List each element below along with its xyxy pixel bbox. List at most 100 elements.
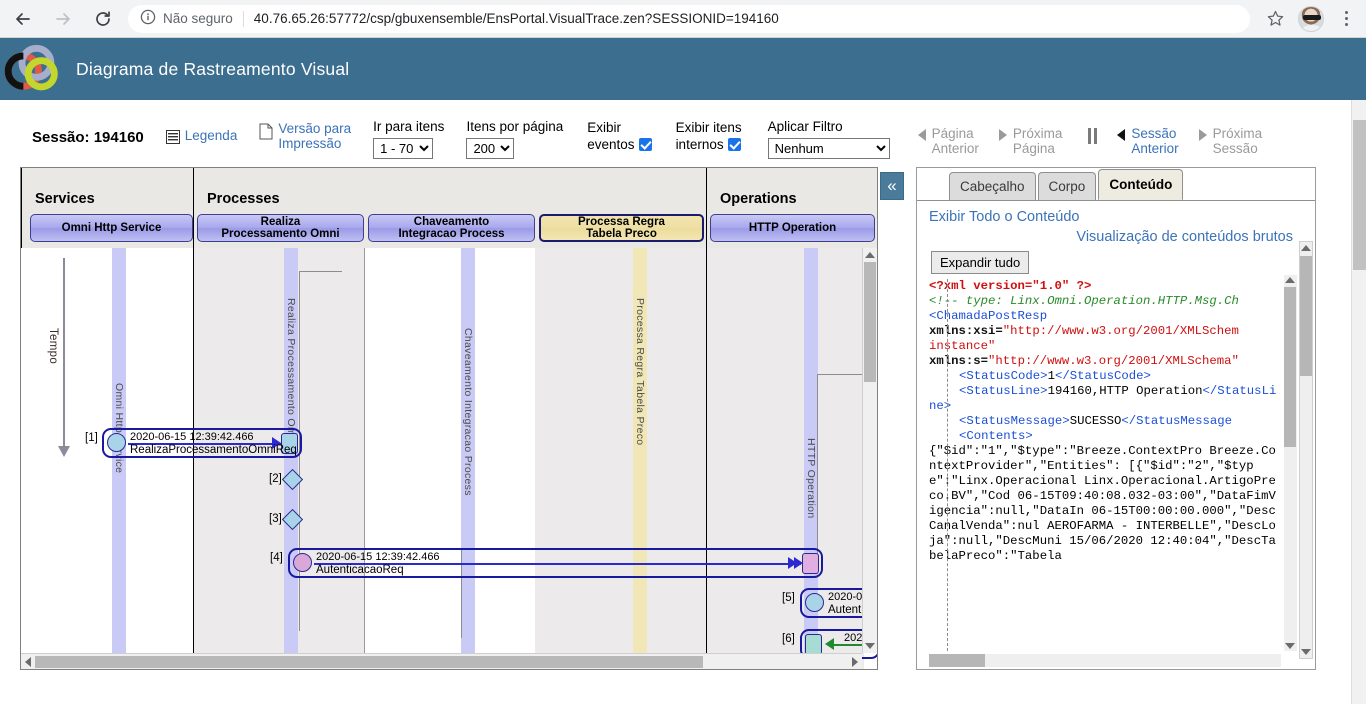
prev-session-button[interactable]: Sessão Anterior [1117,126,1179,156]
scrollbar-thumb[interactable] [864,262,876,382]
tab-cabecalho[interactable]: Cabeçalho [949,172,1036,200]
xml-root-open: <ChamadaPostResp [929,309,1048,323]
session-label: Sessão: 194160 [32,129,144,146]
kebab-menu-icon[interactable] [1332,4,1360,34]
prev-session-label-1: Sessão [1131,126,1177,141]
message-detail-panel: Cabeçalho Corpo Conteúdo Exibir Todo o C… [916,167,1316,670]
scroll-left-icon[interactable] [25,657,31,667]
browser-back-button[interactable] [6,2,40,36]
xml-attr-xsi: xmlns:xsi= [929,324,1003,338]
trace-event-1[interactable]: 2020-06-15 12:39:42.466 RealizaProcessam… [102,428,302,458]
actor-omni-http-service[interactable]: Omni Http Service [30,214,193,242]
show-internal-items-field: Exibir itens internos [676,119,742,153]
scrollbar-thumb[interactable] [929,654,985,667]
event-timestamp: 2020-06-15 12:39:42.466 [130,431,254,443]
diagram-vertical-scrollbar[interactable] [862,248,877,653]
next-page-label-2: Página [1012,141,1055,156]
tree-guideline [947,279,948,651]
actor-label-2: Processamento Omni [221,228,340,240]
xml-horizontal-scrollbar[interactable] [929,654,1281,667]
event-timestamp: 2020-06-15 12:39:42.466 [316,551,440,563]
scroll-up-icon[interactable] [1285,277,1295,283]
expand-all-button[interactable]: Expandir tudo [931,251,1030,274]
xml-statusline-close: </StatusLine> [929,384,1277,413]
actor-label-1: Realiza [260,215,301,228]
intersystems-rings-logo [4,44,58,91]
xml-declaration: <?xml version="1.0" ?> [929,279,1092,293]
scroll-up-icon[interactable] [1301,245,1311,251]
next-session-button[interactable]: Próxima Sessão [1198,126,1263,156]
browser-forward-button[interactable] [46,2,80,36]
print-version-label-1: Versão para [278,121,352,136]
event-node-circle [293,553,312,572]
bookmark-star-button[interactable] [1260,4,1290,34]
actor-label-1: Chaveamento [413,215,490,228]
reload-icon [96,10,110,26]
print-version-link[interactable]: Versão para Impressão [259,121,351,151]
page-vertical-scrollbar[interactable] [1351,100,1366,704]
trace-event-7[interactable]: 2020-06-15 12:39:43.216 AutenticacaoResp [288,669,823,670]
event-index: [2] [269,473,282,485]
detail-vertical-scrollbar[interactable] [1299,241,1313,659]
scrollbar-thumb[interactable] [1353,120,1366,270]
trace-toolbar: Sessão: 194160 Legenda Versão para Impre… [0,100,1366,162]
show-events-checkbox[interactable] [638,138,652,151]
xml-statusmessage-close: </StatusMessage [1121,414,1233,428]
lifeline-label: Realiza Processamento Omni [285,298,297,445]
scrollbar-thumb[interactable] [35,656,703,668]
browser-reload-button[interactable] [86,2,120,36]
items-per-page-field: Itens por página 200 [466,119,563,159]
triangle-left-icon [1117,129,1126,141]
browser-toolbar: Não seguro 40.76.65.26:57772/csp/gbuxens… [0,0,1366,38]
diagram-horizontal-scrollbar[interactable] [21,653,862,669]
apply-filter-select[interactable]: Nenhum [767,138,890,159]
pause-icon[interactable] [1088,128,1098,144]
lifeline-label: Chaveamento Integracao Process [462,328,474,496]
scroll-down-icon[interactable] [1285,643,1295,649]
trace-event-4[interactable]: 2020-06-15 12:39:42.466 AutenticacaoReq [288,548,823,578]
profile-avatar[interactable] [1298,5,1324,32]
next-page-button[interactable]: Próxima Página [998,126,1063,156]
actor-processa-regra-tabela-preco[interactable]: Processa Regra Tabela Preco [539,214,704,242]
event-index: [6] [782,633,795,645]
collapse-diagram-handle[interactable]: « [880,172,904,200]
address-bar[interactable]: Não seguro 40.76.65.26:57772/csp/gbuxens… [128,4,1250,33]
lifeline-realiza-processamento-omni: Realiza Processamento Omni [284,248,298,669]
forward-arrow-icon [56,12,70,25]
show-events-label-2: eventos [587,137,635,152]
goto-items-select[interactable]: 1 - 70 [373,138,434,159]
event-index: [4] [270,552,283,564]
legend-grid-icon [165,130,180,144]
scroll-down-icon[interactable] [865,643,875,649]
show-all-content-link[interactable]: Exibir Todo o Conteúdo [929,209,1080,225]
next-session-label-1: Próxima [1212,126,1263,141]
scroll-up-icon[interactable] [865,252,875,258]
time-axis-arrow-icon [58,446,70,457]
xml-type-comment: <!-- type: Linx.Omni.Operation.HTTP.Msg.… [929,294,1239,308]
actor-http-operation[interactable]: HTTP Operation [710,214,875,242]
scroll-down-icon[interactable] [1301,649,1311,655]
items-per-page-select[interactable]: 200 [466,138,515,159]
scrollbar-thumb[interactable] [1300,256,1312,376]
raw-content-view-link[interactable]: Visualização de conteúdos brutos [1076,229,1293,245]
xml-contents-open: <Contents> [959,429,1033,443]
print-version-label-2: Impressão [278,136,342,151]
xml-content-viewer[interactable]: <?xml version="1.0" ?> <!-- type: Linx.O… [929,279,1283,651]
info-circle-icon[interactable] [140,9,156,28]
actor-realiza-processamento-omni[interactable]: Realiza Processamento Omni [197,214,364,242]
scrollbar-thumb[interactable] [1284,287,1296,447]
event-index: [1] [85,432,98,444]
tab-conteudo[interactable]: Conteúdo [1098,169,1184,200]
event-node-circle [805,593,824,612]
tab-corpo[interactable]: Corpo [1037,172,1097,200]
actor-chaveamento-integracao-process[interactable]: Chaveamento Integracao Process [368,214,535,242]
prev-page-button[interactable]: Página Anterior [917,126,979,156]
page-title: Diagrama de Rastreamento Visual [76,58,350,79]
show-internal-checkbox[interactable] [727,138,741,151]
xml-content: <?xml version="1.0" ?> <!-- type: Linx.O… [929,279,1283,564]
next-page-label-1: Próxima [1012,126,1063,141]
legend-link[interactable]: Legenda [165,128,237,144]
xml-vertical-scrollbar[interactable] [1284,275,1297,651]
xml-statuscode-value: 1 [1047,369,1055,383]
scroll-right-icon[interactable] [852,657,858,667]
